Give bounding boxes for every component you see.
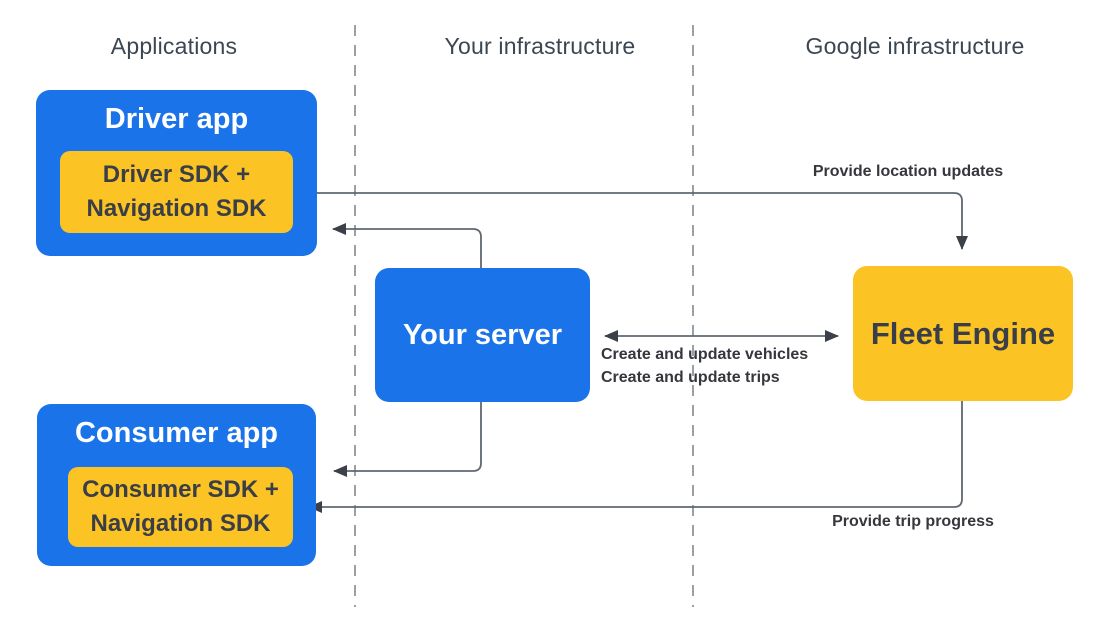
edge-label-provide-trip-progress: Provide trip progress	[832, 513, 994, 530]
consumer-sdk-node: Consumer SDK + Navigation SDK	[68, 467, 293, 547]
fleet-engine-node: Fleet Engine	[853, 266, 1073, 401]
arrow-driver-sdk-to-fleet-engine	[293, 192, 968, 250]
arrow-your-server-to-driver-app	[332, 223, 482, 268]
edge-label-create-update-trips: Create and update trips	[601, 369, 780, 386]
consumer-sdk-line2: Navigation SDK	[90, 510, 271, 537]
driver-sdk-node: Driver SDK + Navigation SDK	[60, 151, 293, 233]
arrow-fleet-engine-to-consumer-sdk	[308, 401, 963, 513]
arrow-your-server-to-consumer-app	[333, 402, 482, 477]
column-header-your-infrastructure: Your infrastructure	[444, 33, 636, 59]
driver-app-title: Driver app	[104, 103, 249, 135]
consumer-sdk-line1: Consumer SDK +	[82, 476, 279, 503]
driver-sdk-line2: Navigation SDK	[86, 195, 267, 222]
your-server-title: Your server	[402, 319, 563, 351]
driver-sdk-line1: Driver SDK +	[102, 161, 251, 188]
fleet-engine-title: Fleet Engine	[870, 315, 1056, 351]
column-header-google-infrastructure: Google infrastructure	[805, 33, 1025, 59]
consumer-app-title: Consumer app	[74, 417, 279, 449]
your-server-node: Your server	[375, 268, 590, 402]
edge-label-create-update-vehicles: Create and update vehicles	[601, 346, 809, 363]
driver-app-node: Driver app Driver SDK + Navigation SDK	[36, 90, 317, 256]
column-header-applications: Applications	[110, 33, 238, 59]
edge-label-provide-location-updates: Provide location updates	[812, 163, 1004, 180]
consumer-app-node: Consumer app Consumer SDK + Navigation S…	[37, 404, 316, 566]
